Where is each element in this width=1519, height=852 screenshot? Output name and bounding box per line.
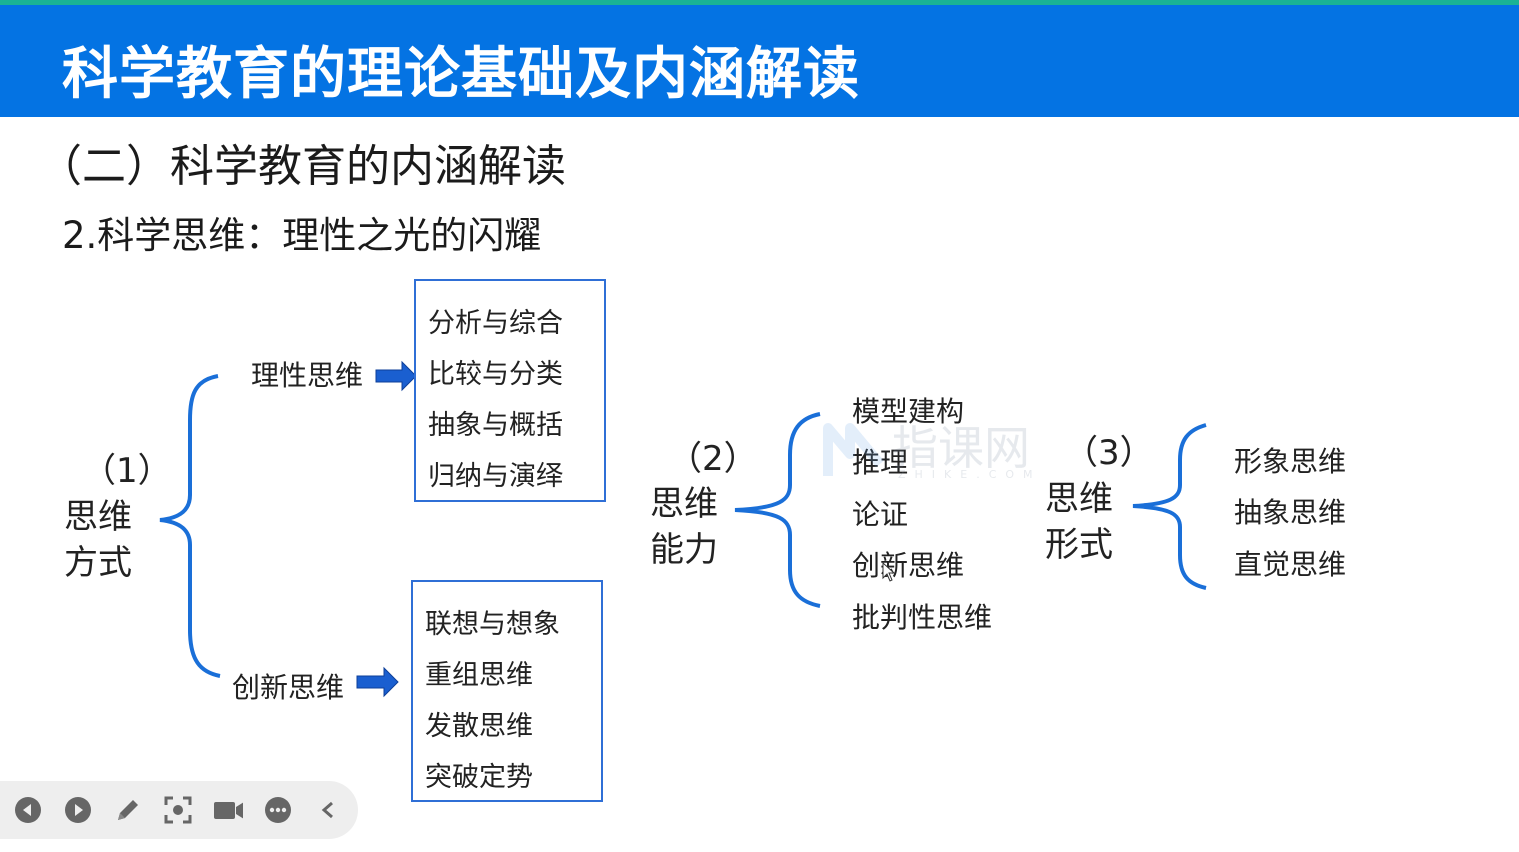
previous-button[interactable] — [13, 795, 43, 825]
ability-label-line2: 能力 — [650, 530, 718, 570]
arrow-rational — [375, 360, 417, 392]
rational-thinking-box: 分析与综合 比较与分类 抽象与概括 归纳与演绎 — [414, 279, 606, 502]
innovative-item: 重组思维 — [425, 660, 533, 691]
subsection-title: 2.科学思维：理性之光的闪耀 — [62, 214, 542, 257]
collapse-toolbar-button[interactable] — [313, 795, 343, 825]
next-icon — [65, 797, 91, 823]
ability-item: 批判性思维 — [852, 601, 993, 634]
mode-label-number: （1） — [82, 451, 172, 491]
more-button[interactable] — [263, 795, 293, 825]
pen-icon — [118, 800, 138, 820]
arrow-innovative — [356, 666, 399, 698]
slide-header: 科学教育的理论基础及内涵解读 — [0, 5, 1519, 117]
rational-item: 分析与综合 — [428, 308, 563, 339]
previous-icon — [15, 797, 41, 823]
collapse-icon — [321, 801, 333, 819]
screenshot-button[interactable] — [163, 795, 193, 825]
form-label-line1: 思维 — [1045, 479, 1113, 519]
innovative-thinking-label: 创新思维 — [232, 671, 345, 704]
mode-label-line1: 思维 — [64, 497, 132, 537]
rational-item: 归纳与演绎 — [428, 461, 563, 492]
camera-button[interactable] — [213, 795, 243, 825]
form-item: 直觉思维 — [1234, 548, 1347, 581]
mode-label-line2: 方式 — [64, 543, 132, 583]
form-item: 抽象思维 — [1234, 496, 1347, 529]
brace-thinking-mode — [159, 374, 221, 678]
ability-item: 创新思维 — [852, 549, 965, 582]
mouse-cursor-icon — [882, 562, 896, 582]
camera-icon — [214, 802, 243, 819]
top-accent-bar — [0, 0, 1519, 5]
form-label-number: （3） — [1064, 433, 1154, 473]
ability-item: 论证 — [852, 498, 909, 531]
brace-thinking-ability — [734, 412, 821, 608]
ability-label-number: （2） — [668, 439, 758, 479]
innovative-item: 突破定势 — [425, 762, 533, 793]
form-label-line2: 形式 — [1045, 525, 1113, 565]
ability-label-line1: 思维 — [650, 484, 718, 524]
ability-item: 模型建构 — [852, 395, 965, 428]
form-item: 形象思维 — [1234, 445, 1347, 478]
brace-thinking-form — [1132, 423, 1207, 590]
ability-item: 推理 — [852, 446, 909, 479]
rational-thinking-label: 理性思维 — [251, 359, 364, 392]
more-icon — [265, 797, 291, 823]
next-button[interactable] — [63, 795, 93, 825]
screenshot-icon — [164, 796, 192, 824]
section-title: （二）科学教育的内涵解读 — [38, 141, 566, 192]
innovative-item: 联想与想象 — [425, 609, 560, 640]
innovative-thinking-box: 联想与想象 重组思维 发散思维 突破定势 — [411, 580, 603, 802]
pen-button[interactable] — [113, 795, 143, 825]
rational-item: 比较与分类 — [428, 359, 563, 390]
slide-title: 科学教育的理论基础及内涵解读 — [62, 42, 860, 107]
presentation-toolbar — [0, 781, 358, 839]
rational-item: 抽象与概括 — [428, 410, 563, 441]
innovative-item: 发散思维 — [425, 711, 533, 742]
